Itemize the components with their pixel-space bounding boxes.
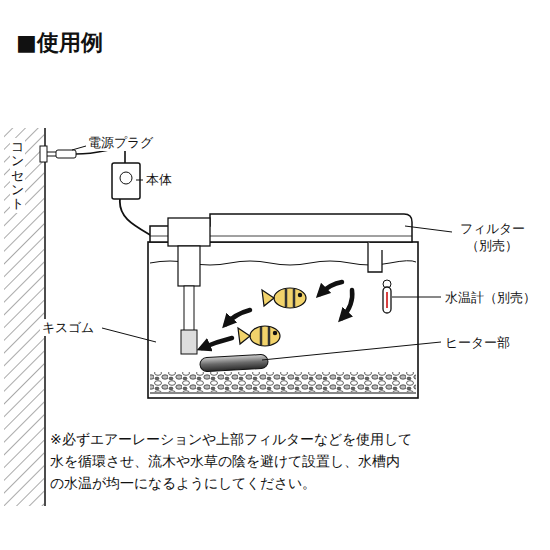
pump-motor (178, 246, 200, 286)
outflow-pipe (368, 242, 382, 272)
flow-arrows (202, 282, 352, 348)
part-label: 水温計（別売） (443, 289, 538, 306)
part-label: 本体 (144, 171, 174, 188)
part-label: ヒーター部 (443, 334, 512, 351)
part-label: コンセント (10, 138, 25, 213)
part-label: 電源プラグ (86, 134, 155, 151)
page-title: ■使用例 (16, 28, 103, 58)
gravel (150, 372, 416, 392)
outlet (40, 146, 47, 162)
thermometer (383, 287, 391, 313)
strainer (181, 330, 197, 354)
fish (262, 288, 306, 308)
wall-line (44, 128, 46, 506)
tank (148, 242, 418, 398)
controller-body (112, 163, 140, 199)
heater (200, 354, 269, 372)
leader-lines (72, 146, 452, 360)
part-label: フィルター （別売） (452, 220, 532, 254)
wall-hatching (4, 128, 44, 506)
filter-pump (168, 218, 210, 246)
note-caption: ※必ずエアーレーションや上部フィルターなどを使用して 水を循環させ、流木や水草の… (50, 428, 498, 494)
part-label: キスゴム (40, 319, 96, 336)
power-plug (56, 150, 76, 158)
fish (238, 326, 280, 346)
